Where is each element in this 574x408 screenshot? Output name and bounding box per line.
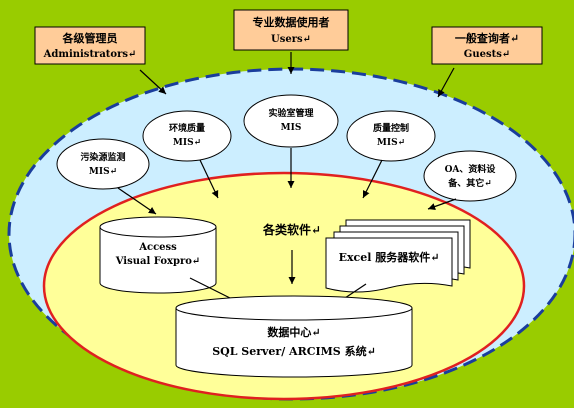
lab-label-1: 实验室管理 [268, 107, 313, 119]
quality-control-label-2: MIS↵ [377, 138, 405, 148]
arrow-quality-control [362, 159, 383, 199]
user-en-label: Users↵ [271, 34, 311, 45]
node-pollution-mis: 污染源监测 MIS↵ [56, 138, 150, 190]
lab-label-2: MIS [281, 123, 302, 133]
node-quality-control-mis: 质量控制 MIS↵ [346, 110, 436, 162]
admin-cn-label: 各级管理员 [62, 31, 118, 45]
data-center-system-label: SQL Server/ ARCIMS 系统↵ [212, 344, 376, 358]
arrow-pollution [117, 187, 157, 215]
arrow-admin [139, 69, 167, 95]
node-lab-mis: 实验室管理 MIS [243, 94, 339, 148]
arrow-oa [427, 198, 457, 210]
node-env-quality-mis: 环境质量 MIS↵ [142, 110, 232, 162]
data-center-label: 数据中心↵ [267, 325, 320, 339]
oa-label-1: OA、资料设 [445, 163, 497, 175]
excel-label: Excel 服务器软件↵ [339, 250, 440, 264]
oa-label-2: 备、其它↵ [447, 177, 492, 189]
guest-en-label: Guests↵ [464, 49, 510, 60]
access-foxpro-cylinder: Access Visual Foxpro↵ [99, 216, 217, 294]
access-label: Access [138, 242, 177, 253]
arrow-env-quality [199, 159, 219, 199]
user-box: 专业数据使用者 Users↵ [233, 9, 349, 51]
env-quality-label-1: 环境质量 [169, 122, 205, 134]
pollution-label-1: 污染源监测 [80, 151, 125, 163]
guest-cn-label: 一般查询者↵ [455, 31, 519, 45]
guest-box: 一般查询者↵ Guests↵ [431, 26, 543, 65]
admin-en-label: Administrators↵ [43, 49, 137, 60]
admin-box: 各级管理员 Administrators↵ [34, 26, 146, 65]
foxpro-label: Visual Foxpro↵ [115, 256, 201, 267]
arrow-guest [437, 67, 455, 98]
excel-document-stack: Excel 服务器软件↵ [325, 219, 471, 293]
env-quality-label-2: MIS↵ [173, 138, 201, 148]
software-label: 各类软件↵ [262, 222, 321, 237]
data-center-cylinder: 数据中心↵ SQL Server/ ARCIMS 系统↵ [175, 295, 413, 378]
node-oa-other: OA、资料设 备、其它↵ [423, 150, 517, 202]
quality-control-label-1: 质量控制 [373, 122, 409, 134]
user-cn-label: 专业数据使用者 [253, 15, 330, 29]
pollution-label-2: MIS↵ [89, 167, 117, 177]
